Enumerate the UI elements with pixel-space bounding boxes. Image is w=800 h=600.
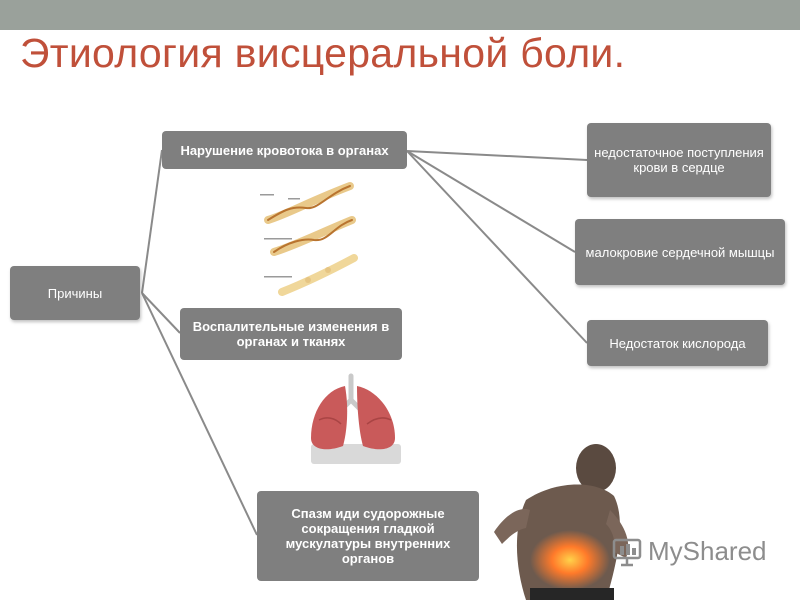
connector-root-bloodflow [141,149,163,294]
node-effect-oxygen: Недостаток кислорода [587,320,768,366]
node-cause-spasm: Спазм иди судорожные сокращения гладкой … [257,491,479,581]
node-root: Причины [10,266,140,320]
top-bar [0,0,800,30]
node-cause-blood-flow: Нарушение кровотока в органах [162,131,407,169]
node-effect-anemia: малокровие сердечной мышцы [575,219,785,285]
connector-bloodflow-anemia [406,150,576,253]
presentation-icon [612,538,642,566]
blood-vessels-illustration [260,182,358,296]
slide-title: Этиология висцеральной боли. [20,30,626,76]
connector-bloodflow-supply [406,150,588,161]
watermark-text: MyShared [648,536,767,566]
node-cause-inflammation: Воспалительные изменения в органах и тка… [180,308,402,360]
node-effect-blood-supply: недостаточное поступления крови в сердце [587,123,771,197]
connector-bloodflow-oxygen [406,150,588,344]
connector-root-inflammation [141,292,181,334]
back-pain-illustration [494,444,629,600]
watermark-logo: MyShared [612,536,767,567]
lungs-illustration [311,373,401,464]
connector-root-spasm [141,292,258,536]
